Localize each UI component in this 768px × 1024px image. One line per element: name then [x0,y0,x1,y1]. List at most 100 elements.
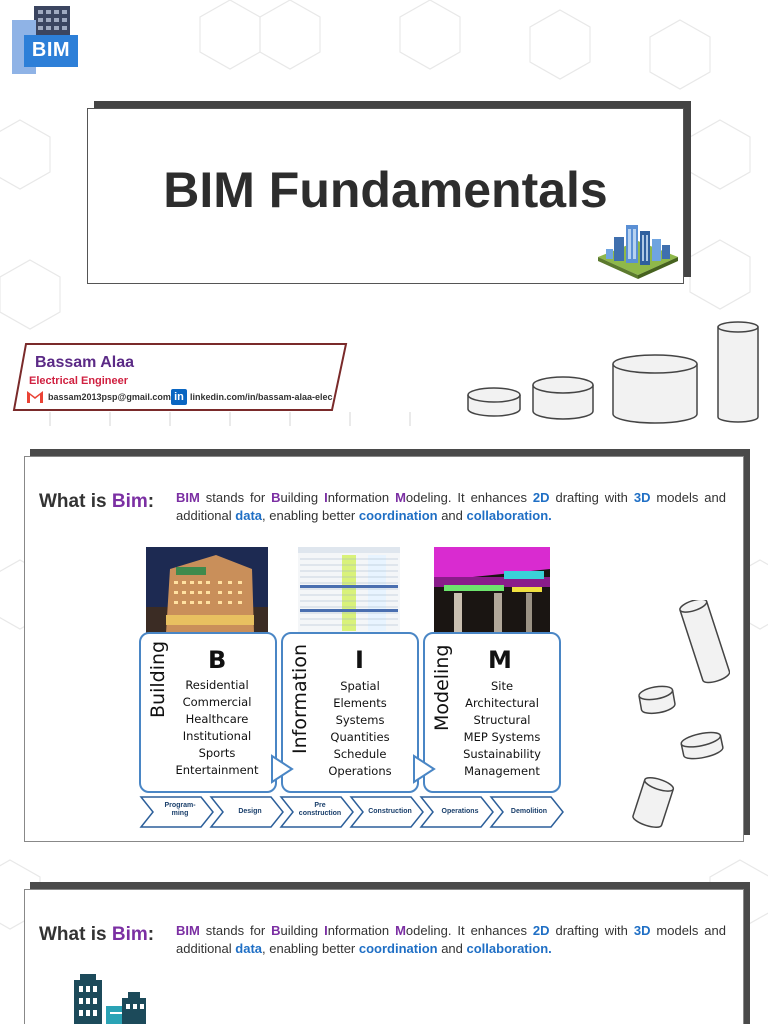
heading-accent: Bim [111,491,148,512]
list-item: Schedule [333,747,387,761]
list-item: Institutional [182,729,252,743]
mep-model-photo [434,547,550,634]
list-item: Site [490,679,514,693]
letter-i: I [355,646,364,674]
desc-m: M [395,490,406,505]
desc-coordination: coordination [358,508,438,523]
city-model-icon [598,225,678,279]
desc-collaboration: collaboration. [466,508,552,523]
desc-collaboration: collaboration. [466,941,552,956]
information-column [281,632,419,793]
list-item: Architectural [465,696,539,710]
scattered-cylinders-decoration [632,600,730,828]
desc-b: B [271,490,281,505]
desc-text: odeling. It enhances [405,923,533,938]
arrow-i-to-m-icon [413,754,436,784]
section2-description: BIM stands for Building Information Mode… [176,922,726,958]
desc-m: M [395,923,406,938]
list-item: Operations [328,764,392,778]
heading-prefix: What is [39,924,112,945]
bim-logo-icon [12,6,78,74]
desc-coordination: coordination [358,941,438,956]
desc-text: uilding [280,490,325,505]
desc-text: drafting with [549,923,634,938]
author-linkedin-link[interactable]: linkedin.com/in/bassam-alaa-elec [190,392,333,402]
desc-3d: 3D [633,490,651,505]
building-photo [146,547,268,634]
desc-bim: BIM [176,923,200,938]
desc-data: data [235,941,263,956]
letter-b: B [208,646,227,674]
arrow-b-to-i-icon [271,754,294,784]
information-list: Spatial Elements Systems Quantities Sche… [310,678,410,780]
desc-text: drafting with [549,490,634,505]
list-item: Entertainment [175,763,259,777]
modeling-list: Site Architectural Structural MEP System… [452,678,552,780]
building-column [139,632,277,793]
author-email-link[interactable]: bassam2013psp@gmail.com [48,392,171,402]
heading-suffix: : [147,491,155,512]
desc-i: I [324,923,328,938]
desc-text: nformation [327,923,396,938]
desc-text: nformation [327,490,396,505]
desc-text: models and additional [176,923,726,956]
phase-design: Design [238,808,262,815]
building-list: Residential Commercial Healthcare Instit… [167,677,267,779]
list-item: Spatial [340,679,380,693]
desc-b: B [271,923,281,938]
list-item: Commercial [182,695,252,709]
desc-bim: BIM [176,490,200,505]
page-title: BIM Fundamentals [163,162,608,218]
section2-heading: What is Bim: [39,924,154,946]
desc-text: stands for [199,923,272,938]
heading-suffix: : [147,924,155,945]
logo-text: BIM [31,39,71,61]
desc-data: data [235,508,263,523]
desc-text: and [437,941,467,956]
letter-m: M [488,646,512,674]
modeling-column [423,632,561,793]
phase-construction: Construction [368,808,412,815]
phase-programming: Program- ming [164,802,196,817]
phase-operations: Operations [441,808,479,815]
section1-description: BIM stands for Building Information Mode… [176,489,726,525]
desc-text: and [437,508,467,523]
desc-text: stands for [199,490,272,505]
list-item: Management [464,764,540,778]
heading-prefix: What is [39,491,112,512]
desc-2d: 2D [532,923,550,938]
desc-text: , enabling better [262,508,359,523]
heading-accent: Bim [111,924,148,945]
modeling-word: Modeling [431,644,453,731]
desc-text: models and additional [176,490,726,523]
phase-preconstruction: Pre construction [298,802,342,817]
author-card-frame [12,343,348,411]
list-item: Systems [335,713,385,727]
author-role: Electrical Engineer [29,375,129,387]
list-item: Residential [185,678,249,692]
information-word: Information [289,644,311,754]
list-item: Quantities [330,730,390,744]
list-item: Sports [198,746,236,760]
author-name: Bassam Alaa [35,354,135,371]
list-item: Elements [333,696,387,710]
lifecycle-phases [139,796,564,828]
desc-text: , enabling better [262,941,359,956]
linkedin-icon: in [171,389,187,405]
desc-text: odeling. It enhances [405,490,533,505]
section1-heading: What is Bim: [39,491,154,513]
list-item: Structural [473,713,531,727]
title-card: BIM Fundamentals [87,108,684,284]
list-item: Healthcare [185,712,249,726]
list-item: MEP Systems [463,730,541,744]
cylinders-decoration [467,321,759,424]
building-word: Building [147,640,169,718]
desc-3d: 3D [633,923,651,938]
desc-i: I [324,490,328,505]
desc-text: uilding [280,923,325,938]
phase-demolition: Demolition [510,808,548,815]
spreadsheet-photo [298,547,400,634]
list-item: Sustainability [463,747,541,761]
gmail-icon [27,390,43,403]
buildings-icon [74,974,146,1024]
